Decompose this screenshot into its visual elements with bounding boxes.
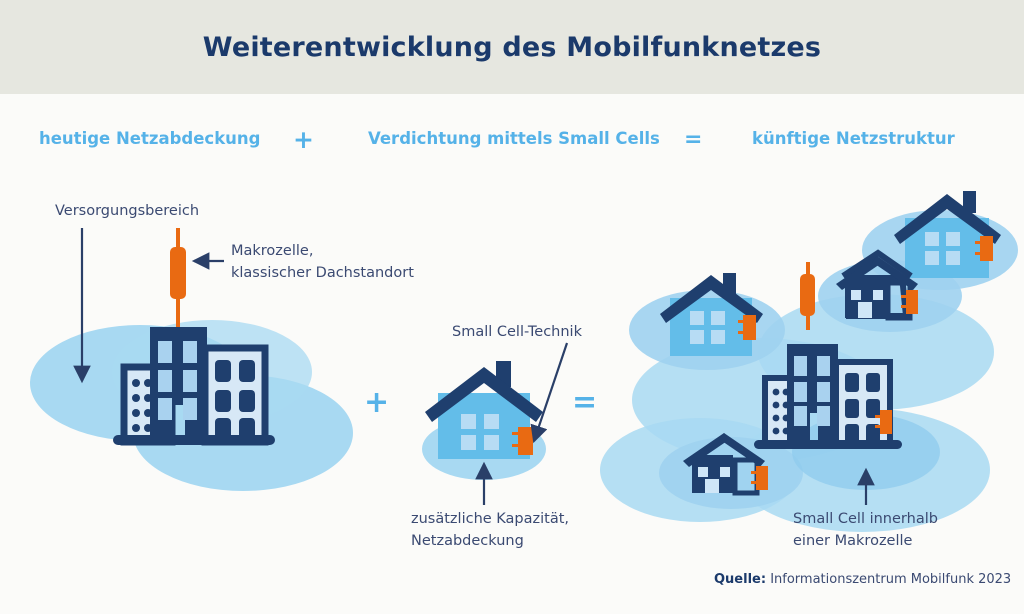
source-label: Quelle:: [714, 572, 767, 587]
label-makrozelle: Makrozelle, klassischer Dachstandort: [231, 243, 414, 281]
header-equals-operator: =: [684, 127, 703, 152]
panel-current-coverage: [30, 228, 353, 491]
title-band: Weiterentwicklung des Mobilfunknetzes: [0, 0, 1024, 94]
house-left-right-panel: [660, 273, 763, 356]
column-header-current-coverage: heutige Netzabdeckung: [39, 129, 261, 148]
macro-cell-antenna-right: [800, 262, 815, 330]
barn-upper-right: [836, 249, 918, 321]
diagram-plus-operator: +: [364, 385, 390, 420]
small-cell-box-barn-upper: [901, 290, 918, 314]
small-cell-box-city-right: [875, 410, 892, 434]
column-header-future-structure: künftige Netzstruktur: [752, 129, 955, 148]
page-title: Weiterentwicklung des Mobilfunknetzes: [202, 31, 822, 63]
house-top-right: [894, 191, 1001, 278]
city-building-right: [754, 344, 902, 449]
panel-small-cell: [422, 342, 569, 505]
label-versorgungsbereich: Versorgungsbereich: [55, 203, 200, 219]
header-plus-operator: +: [293, 125, 314, 154]
small-cell-box-barn-lower: [751, 466, 768, 490]
house-middle: [425, 361, 543, 459]
label-zusaetzliche-kapazitaet: zusätzliche Kapazität, Netzabdeckung: [411, 511, 570, 549]
source-text: Informationszentrum Mobilfunk 2023: [766, 572, 1012, 587]
label-small-cell-technik: Small Cell-Technik: [452, 324, 582, 340]
barn-lower-right-panel: [683, 433, 768, 496]
city-building-left: [113, 327, 275, 446]
diagram-equals-operator: =: [572, 385, 598, 420]
small-cell-box-house-left: [738, 315, 756, 340]
macro-cell-antenna-left: [170, 228, 186, 328]
source-line: Quelle: Informationszentrum Mobilfunk 20…: [714, 572, 1011, 587]
arrow-small-cell-technik: [530, 342, 569, 444]
small-cell-box-middle: [512, 427, 533, 455]
panel-future-structure: [600, 191, 1018, 532]
label-small-cell-makrozelle: Small Cell innerhalb einer Makrozelle: [793, 511, 938, 549]
column-header-densification: Verdichtung mittels Small Cells: [368, 129, 660, 148]
small-cell-box-top-right: [975, 236, 993, 261]
